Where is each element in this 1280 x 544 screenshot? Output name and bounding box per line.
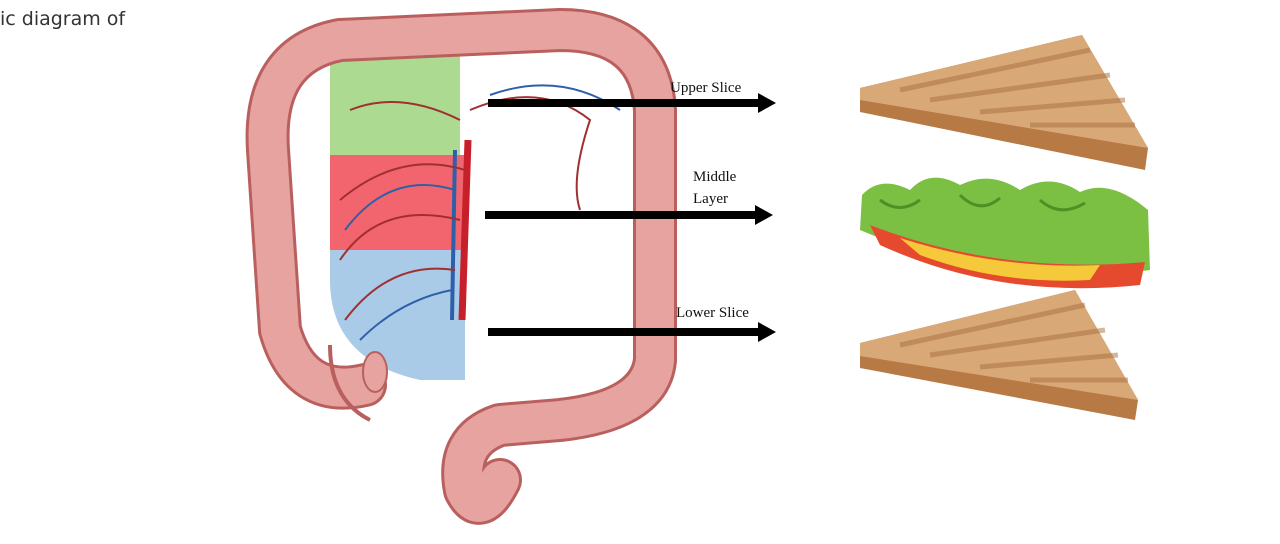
caption-text: ic diagram of	[0, 8, 126, 30]
upper-bread-slice	[860, 35, 1148, 170]
lower-zone	[330, 250, 465, 380]
label-middle-line2: Layer	[693, 191, 728, 207]
colon	[245, 8, 677, 525]
arrow-lower	[488, 322, 776, 342]
mesenteric-vessels	[339, 84, 621, 341]
arrow-upper	[488, 93, 776, 113]
middle-zone	[330, 155, 465, 250]
arrow-middle	[485, 205, 773, 225]
middle-filling	[860, 177, 1150, 289]
label-lower-slice: Lower Slice	[676, 305, 749, 321]
label-middle-line1: Middle	[693, 169, 737, 185]
lower-bread-slice	[860, 290, 1138, 420]
label-upper-slice: Upper Slice	[670, 80, 742, 96]
upper-zone	[330, 45, 460, 155]
